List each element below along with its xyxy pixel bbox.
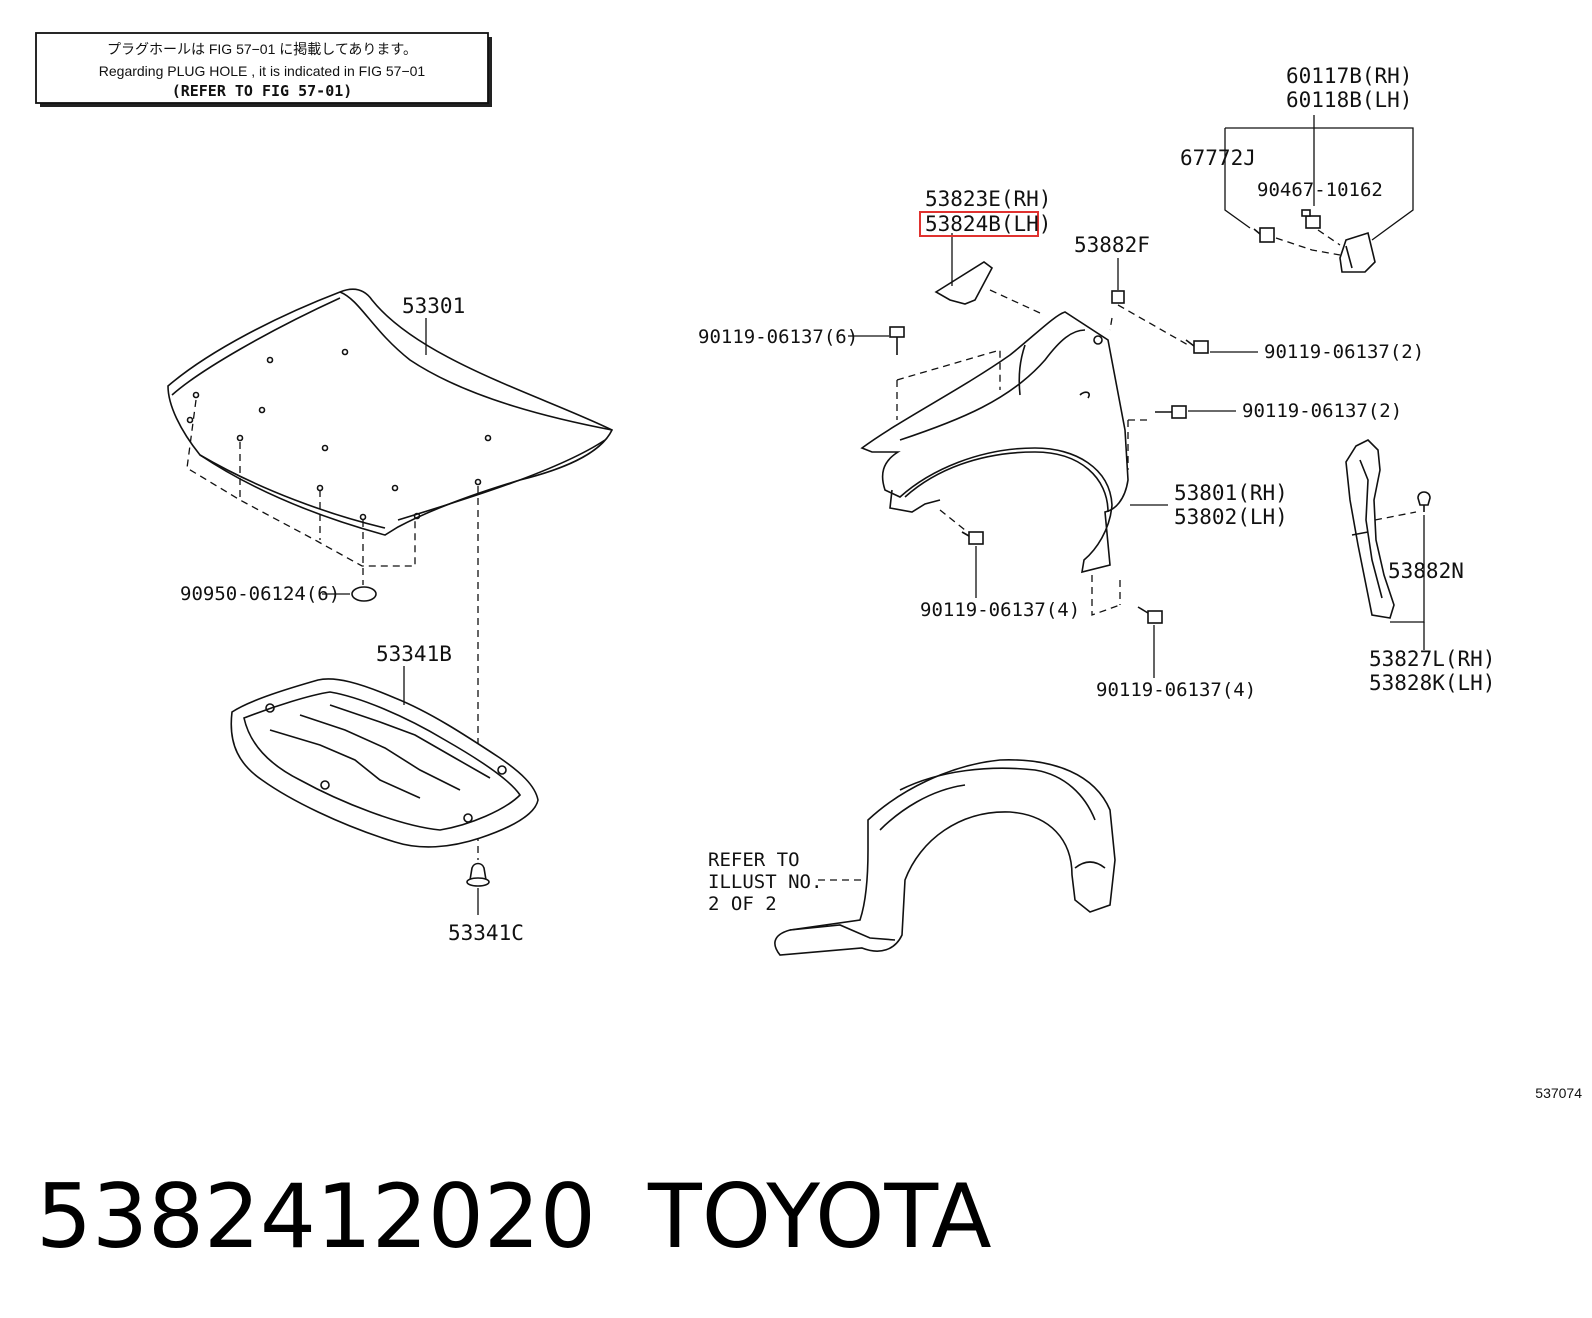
hood-drawing [167, 288, 614, 860]
refer-line-1: REFER TO [708, 849, 800, 871]
illustration-number: 537074 [1535, 1085, 1582, 1101]
highlight-box [919, 211, 1039, 237]
label-clip-10162: 90467-10162 [1257, 179, 1383, 201]
label-hood-insulator: 53341B [376, 642, 452, 666]
label-seal-lh: 53824B(LH) [925, 212, 1051, 236]
note-box: プラグホールは FIG 57−01 に掲載してあります。 Regarding P… [35, 32, 492, 107]
hood-insulator-drawing [230, 678, 539, 848]
bolt-rear-upper-icon [1185, 339, 1209, 354]
screw-j-icon [1253, 227, 1275, 243]
label-bolt-front-lower: 90119-06137(4) [920, 599, 1080, 621]
bolt-top-icon [889, 326, 905, 355]
note-line-ref: (REFER TO FIG 57-01) [172, 82, 353, 100]
label-bolt-top: 90119-06137(6) [698, 326, 858, 348]
label-screw-j: 67772J [1180, 146, 1256, 170]
clip-10162-icon [1301, 209, 1321, 229]
refer-line-3: 2 OF 2 [708, 893, 777, 915]
label-mirror-rh: 60117B(RH) [1286, 64, 1412, 88]
label-protector-lh: 53828K(LH) [1369, 671, 1495, 695]
footer-brand: TOYOTA [647, 1165, 992, 1268]
label-bolt-rear-upper: 90119-06137(2) [1264, 341, 1424, 363]
note-line-en: Regarding PLUG HOLE , it is indicated in… [99, 63, 426, 79]
label-mirror-lh: 60118B(LH) [1286, 88, 1412, 112]
hood-holes [186, 348, 492, 521]
fender-drawing [860, 311, 1129, 574]
label-bolt-rear-mid: 90119-06137(2) [1242, 400, 1402, 422]
refer-line-2: ILLUST NO. [708, 871, 822, 893]
bolt-rear-lower-icon [1137, 606, 1163, 624]
label-hood-cushion: 90950-06124(6) [180, 583, 340, 605]
bolt-rear-mid-icon [1155, 405, 1187, 419]
label-fender-rh: 53801(RH) [1174, 481, 1288, 505]
insulator-clip-icon [466, 862, 490, 887]
label-insulator-clip: 53341C [448, 921, 524, 945]
fender-liner-drawing [774, 759, 1116, 956]
label-bolt-rear-lower: 90119-06137(4) [1096, 679, 1256, 701]
hood-cushion-icon [351, 586, 377, 602]
label-protector-rh: 53827L(RH) [1369, 647, 1495, 671]
label-clip-n: 53882N [1388, 559, 1464, 583]
footer-part-number: 5382412020 [36, 1165, 596, 1268]
label-seal-rh: 53823E(RH) [925, 187, 1051, 211]
clip-n-icon [1417, 491, 1431, 512]
bolt-front-lower-icon [961, 531, 984, 545]
fender-seal-drawing [934, 261, 994, 305]
label-hood: 53301 [402, 294, 465, 318]
label-fender-lh: 53802(LH) [1174, 505, 1288, 529]
clip-f-icon [1111, 290, 1125, 304]
label-clip-f: 53882F [1074, 233, 1150, 257]
note-line-jp: プラグホールは FIG 57−01 に掲載してあります。 [107, 41, 417, 57]
side-protector-drawing [1345, 439, 1395, 619]
mirror-cover-drawing [1339, 231, 1376, 273]
